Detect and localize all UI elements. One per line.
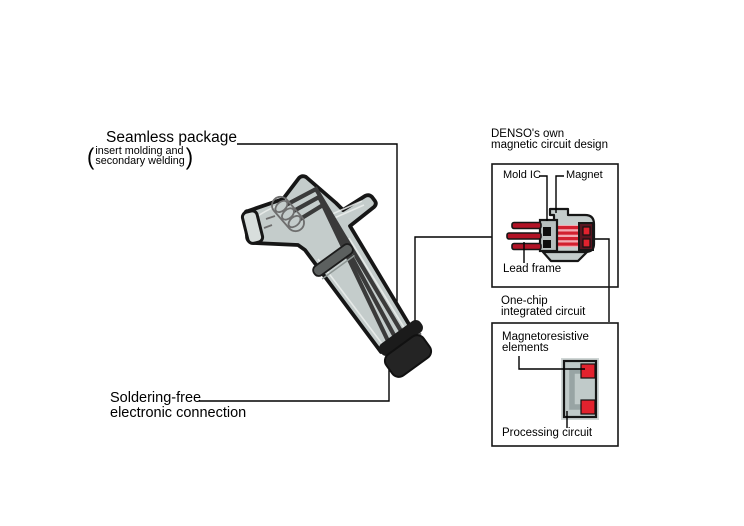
connector-pin-rings: [271, 195, 305, 233]
magnetic-circuit-box: [491, 163, 619, 288]
one-chip-box: [491, 322, 619, 447]
paren-open: (: [87, 143, 95, 170]
callout-lines: [199, 143, 610, 402]
flange-slot: [329, 200, 365, 220]
wire-3: [295, 201, 391, 344]
lead-pin-1: [511, 221, 542, 230]
connector-cap: [240, 209, 265, 245]
callout-line-soldering-free: [199, 363, 390, 402]
pin-ticks: [263, 215, 276, 229]
denso-design-label: DENSO's own magnetic circuit design: [491, 128, 608, 151]
one-chip-die: [518, 356, 599, 428]
internal-trace: [569, 368, 581, 410]
pointer-magnet: [555, 175, 564, 213]
magnet-label: Magnet: [566, 169, 603, 181]
paren-close: ): [185, 143, 194, 170]
o-ring-band: [312, 243, 355, 280]
sensor-illustration: [240, 174, 433, 378]
pointer-mold-ic: [539, 175, 548, 221]
shaft-highlight-2: [348, 237, 406, 330]
callout-line-magnetic-circuit-box: [414, 236, 492, 345]
sensor-tip: [379, 320, 433, 378]
processing-circuit-label: Processing circuit: [502, 427, 593, 439]
lead-frame-traces: [556, 225, 581, 247]
lead-pin-2: [506, 232, 542, 240]
soldering-free-label: Soldering-free electronic connection: [110, 390, 247, 421]
magnetoresistive-element-2: [580, 399, 596, 415]
callout-line-seamless-package: [237, 143, 398, 333]
lead-frame-label: Lead frame: [503, 263, 562, 275]
lead-pin-3: [511, 242, 542, 251]
mold-ic-label: Mold IC: [503, 169, 541, 181]
pointer-elements: [518, 356, 585, 370]
callout-line-to-one-chip-box: [594, 238, 610, 322]
one-chip-label: One-chip integrated circuit: [501, 295, 586, 318]
magnetoresistive-elements-label: Magnetoresistive elements: [502, 331, 589, 355]
wire-2: [288, 194, 397, 339]
seamless-package-sublabel: ( insert molding and secondary welding ): [87, 143, 194, 170]
housing-lower-lip: [541, 250, 589, 263]
wire-1: [283, 186, 403, 333]
magnetic-circuit-assembly: [506, 175, 596, 263]
magnetoresistive-element-1: [580, 363, 596, 379]
sensor-wires: [283, 186, 403, 344]
seamless-package-label: Seamless package: [106, 129, 237, 146]
